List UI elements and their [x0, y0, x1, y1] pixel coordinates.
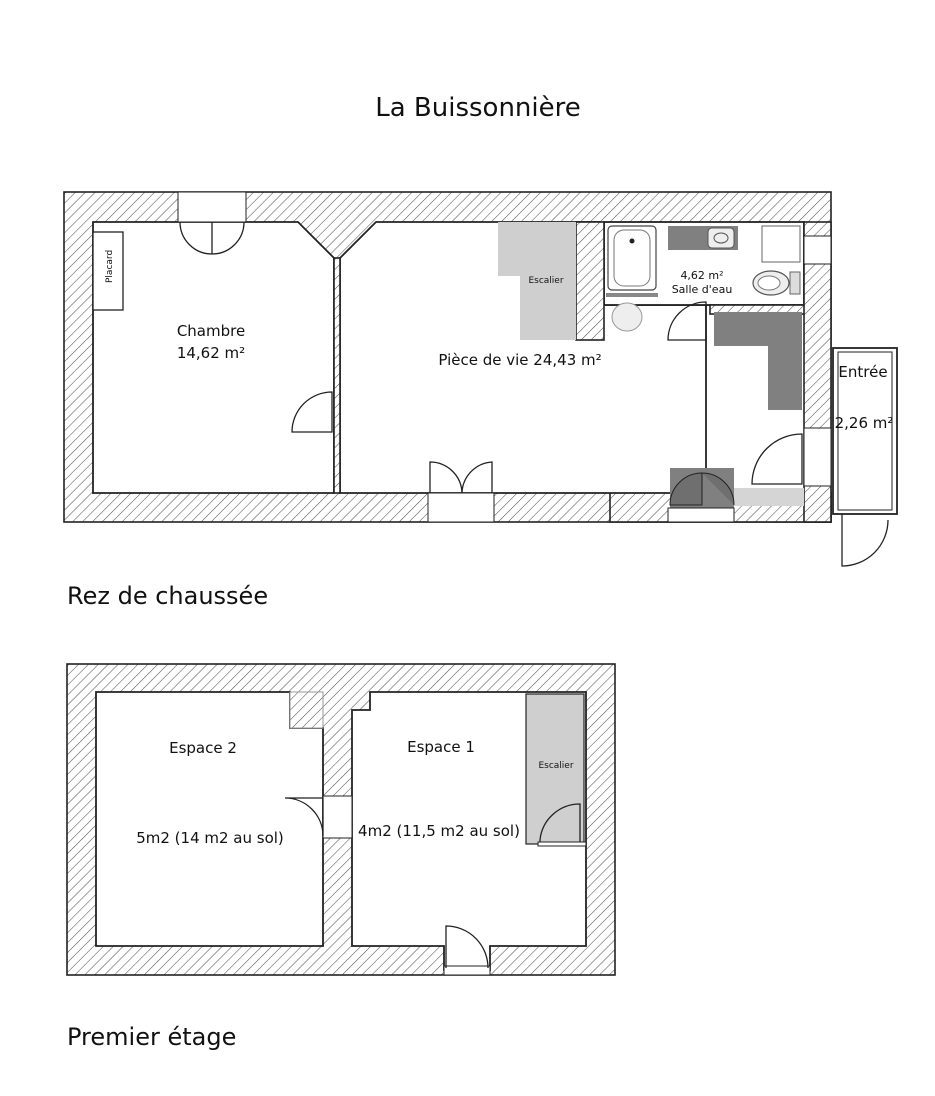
stair-first-label: Escalier [538, 761, 573, 771]
washbasin-bowl [713, 232, 729, 244]
salle-d-eau-area: 4,62 m² [680, 269, 723, 282]
espaces-opening [322, 795, 353, 839]
first-floor-plan: Escalier Espace 2 5m2 (14 m2 au sol) Esp… [66, 663, 616, 976]
espace-2-area: 5m2 (14 m2 au sol) [136, 829, 284, 847]
placard-closet [92, 231, 124, 311]
washbasin-icon [707, 227, 735, 249]
entree-inner-opening [803, 427, 832, 487]
entree-inner-door-icon [751, 433, 803, 485]
first-floor-caption: Premier étage [67, 1023, 236, 1051]
bathroom-door-icon [667, 301, 707, 341]
kitchen-worktop [734, 488, 804, 506]
chambre-area: 14,62 m² [177, 344, 245, 362]
bathtub-icon [607, 225, 657, 291]
main-entrance-door-icon [841, 514, 889, 567]
shower-tray-icon [611, 302, 643, 332]
espace-1-south-opening [443, 965, 491, 976]
kitchen-double-door-icon [669, 472, 735, 506]
entree-room [832, 347, 898, 515]
entree-area: 2,26 m² [835, 414, 894, 432]
chambre-window-opening [177, 191, 247, 223]
living-double-door-icon [429, 461, 493, 494]
ground-floor-caption: Rez de chaussée [67, 582, 268, 610]
stair-door-icon [539, 803, 581, 844]
piece-de-vie-label: Pièce de vie 24,43 m² [438, 351, 601, 369]
entree-label: Entrée [838, 363, 887, 381]
stair-partition-wall [575, 221, 605, 341]
stair-first-floor [525, 693, 585, 845]
espace-2-label: Espace 2 [169, 739, 237, 757]
kitchen-counter-l [714, 312, 802, 410]
espace-1-label: Espace 1 [407, 738, 475, 756]
chambre-double-door-icon [179, 221, 245, 255]
bathtub-inner [613, 229, 651, 287]
toilet-tank-icon [789, 271, 801, 295]
shower-screen [606, 293, 658, 297]
toilet-bowl [757, 275, 781, 291]
espace-2-room [95, 691, 324, 947]
entree-inner-outline [837, 351, 893, 511]
chambre-partition-wall [333, 257, 341, 494]
espace-2-chimney [289, 691, 324, 729]
bathroom-window-opening [803, 235, 832, 265]
stair-ground-label: Escalier [528, 276, 563, 286]
towel-rack [761, 225, 801, 263]
salle-d-eau-label: Salle d'eau [672, 283, 733, 296]
espace-1-south-door-icon [445, 925, 489, 969]
espaces-door-icon [284, 797, 324, 837]
chambre-label: Chambre [177, 322, 245, 340]
chambre-door-icon [291, 391, 333, 433]
stair-ground-floor [498, 222, 576, 340]
plan-title: La Buissonnière [375, 93, 581, 123]
ground-floor-plan: Placard Escalier 4,62 m² Salle d'eau [63, 191, 898, 567]
stair-threshold [537, 841, 587, 847]
kitchen-window-opening [667, 507, 735, 523]
espace-1-area: 4m2 (11,5 m2 au sol) [358, 822, 520, 840]
bathtub-drain-icon [629, 238, 635, 244]
placard-label: Placard [105, 250, 115, 283]
living-south-window-opening [427, 492, 495, 523]
